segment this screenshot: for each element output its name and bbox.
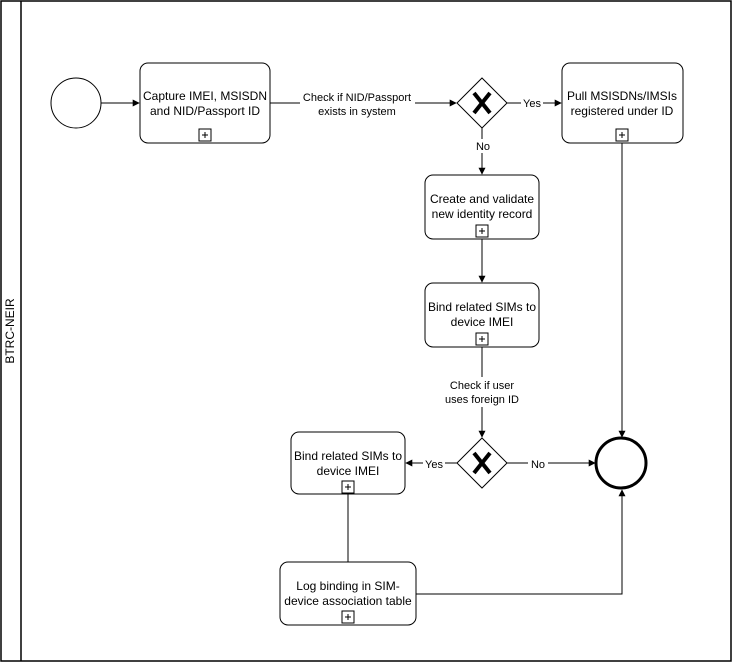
task-bind-foreign-line2: device IMEI bbox=[317, 464, 380, 478]
edge-label-bg bbox=[473, 139, 493, 153]
plus-square-icon bbox=[615, 128, 629, 142]
edge-label-yes-top: Yes bbox=[523, 98, 541, 110]
end-event[interactable] bbox=[594, 436, 648, 490]
edge-label-bg bbox=[521, 96, 543, 110]
task-create-line1: Create and validate bbox=[430, 192, 534, 206]
x-cross-icon bbox=[472, 91, 492, 115]
start-event[interactable] bbox=[50, 77, 102, 129]
task-capture[interactable]: Capture IMEI, MSISDN and NID/Passport ID bbox=[139, 62, 271, 144]
edge-label-check-foreign-line1: Check if user bbox=[450, 380, 515, 392]
edge-label-check-foreign-line2: uses foreign ID bbox=[445, 394, 519, 406]
task-log-line1: Log binding in SIM- bbox=[296, 579, 399, 593]
task-capture-line1: Capture IMEI, MSISDN bbox=[143, 89, 267, 103]
gateway-foreign-check[interactable] bbox=[456, 437, 508, 489]
task-create-line2: new identity record bbox=[432, 207, 533, 221]
flow-log-to-end[interactable] bbox=[416, 489, 626, 595]
task-pull[interactable]: Pull MSISDNs/IMSIs registered under ID bbox=[561, 62, 684, 144]
plus-square-icon bbox=[475, 224, 489, 238]
task-bind-main[interactable]: Bind related SIMs to device IMEI bbox=[424, 282, 540, 348]
plus-square-icon bbox=[341, 610, 355, 624]
gateway-nid-check[interactable] bbox=[456, 77, 508, 129]
edge-label-check-nid-line1: Check if NID/Passport bbox=[303, 92, 411, 104]
plus-square-icon bbox=[475, 332, 489, 346]
x-cross-icon bbox=[472, 451, 492, 475]
task-capture-line2: and NID/Passport ID bbox=[150, 104, 260, 118]
task-bind-main-line2: device IMEI bbox=[451, 315, 514, 329]
edge-label-bg bbox=[300, 88, 415, 120]
task-create[interactable]: Create and validate new identity record bbox=[424, 174, 540, 240]
task-bind-foreign-line1: Bind related SIMs to bbox=[294, 449, 402, 463]
edge-label-yes-bottom: Yes bbox=[425, 459, 443, 471]
edge-label-bg bbox=[440, 377, 524, 407]
lane-label: BTRC-NEIR bbox=[3, 298, 17, 364]
task-pull-line1: Pull MSISDNs/IMSIs bbox=[567, 89, 677, 103]
task-pull-line2: registered under ID bbox=[571, 104, 674, 118]
edge-label-check-nid-line2: exists in system bbox=[318, 106, 396, 118]
task-log-line2: device association table bbox=[284, 594, 412, 608]
task-bind-foreign[interactable]: Bind related SIMs to device IMEI bbox=[290, 431, 406, 495]
edge-label-bg bbox=[528, 457, 548, 471]
task-log[interactable]: Log binding in SIM- device association t… bbox=[279, 561, 417, 626]
plus-square-icon bbox=[198, 128, 212, 142]
plus-square-icon bbox=[341, 480, 355, 494]
edge-label-no-top: No bbox=[476, 141, 490, 153]
task-bind-main-line1: Bind related SIMs to bbox=[428, 300, 536, 314]
edge-label-no-bottom: No bbox=[531, 459, 545, 471]
edge-label-bg bbox=[423, 457, 445, 471]
